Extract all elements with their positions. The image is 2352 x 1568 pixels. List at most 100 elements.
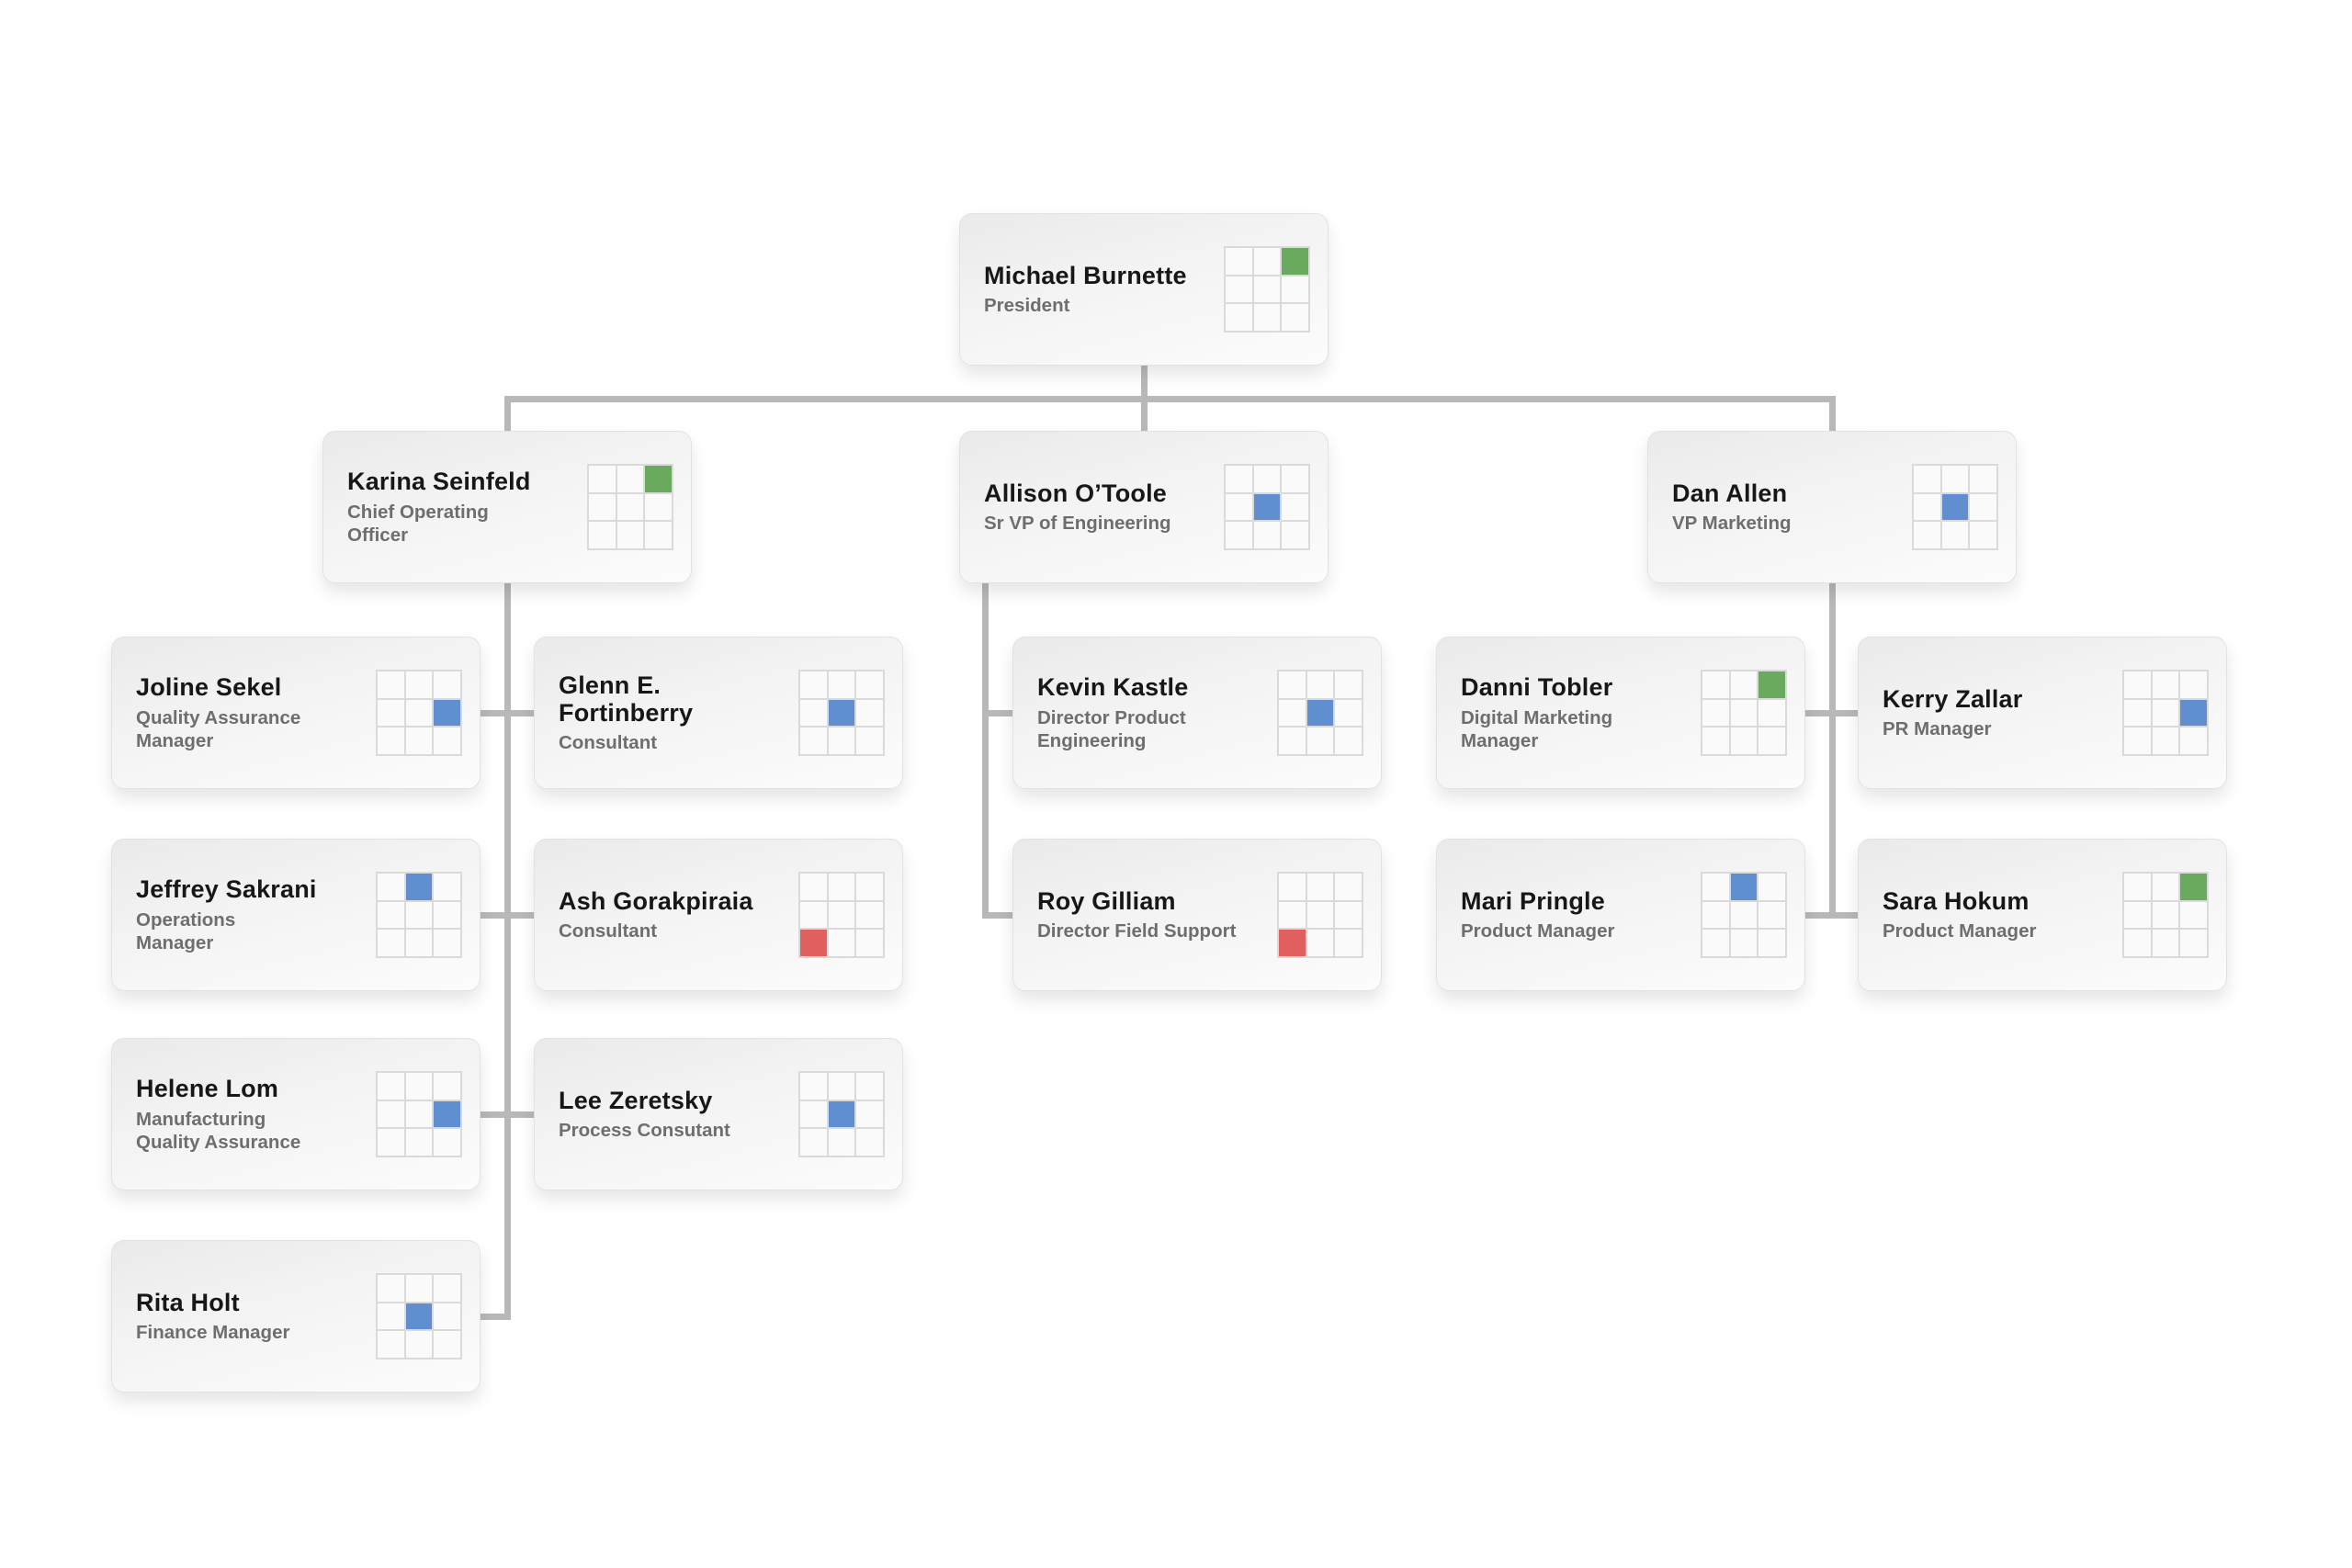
grid-cell <box>1941 522 1969 548</box>
card-michael-burnette[interactable]: Michael Burnette President <box>959 213 1329 366</box>
card-karina-seinfeld[interactable]: Karina Seinfeld Chief Operating Officer <box>322 431 692 583</box>
card-helene-lom[interactable]: Helene Lom Manufacturing Quality Assuran… <box>111 1038 481 1190</box>
card-text: Roy Gilliam Director Field Support <box>1037 840 1269 990</box>
grid-cell <box>1758 671 1785 698</box>
grid-cell <box>378 930 404 956</box>
grid-cell <box>2152 671 2179 698</box>
grid-cell <box>856 930 883 956</box>
grid-cell <box>2124 671 2151 698</box>
card-mari-pringle[interactable]: Mari Pringle Product Manager <box>1436 839 1805 991</box>
card-sara-hokum[interactable]: Sara Hokum Product Manager <box>1858 839 2227 991</box>
person-title: Consultant <box>559 920 658 942</box>
grid-cell <box>1306 930 1334 956</box>
grid-cell <box>1758 699 1785 727</box>
grid-cell <box>434 1100 460 1128</box>
grid-cell <box>405 1331 433 1358</box>
connector-line <box>1829 582 1836 919</box>
grid-cell <box>1253 248 1281 275</box>
grid-cell <box>616 493 644 521</box>
grid-cell <box>434 1129 460 1156</box>
grid-cell <box>1335 671 1362 698</box>
grid-cell <box>589 493 616 521</box>
connector-line <box>982 710 1022 716</box>
card-text: Karina Seinfeld Chief Operating Officer <box>347 432 579 582</box>
grid-cell <box>1306 728 1334 754</box>
grid-cell <box>1226 276 1252 303</box>
card-lee-zeretsky[interactable]: Lee Zeretsky Process Consutant <box>534 1038 903 1190</box>
grid-cell <box>1282 304 1308 331</box>
status-grid-icon <box>1701 670 1787 756</box>
grid-cell <box>828 699 855 727</box>
card-dan-allen[interactable]: Dan Allen VP Marketing <box>1647 431 2017 583</box>
grid-cell <box>2152 728 2179 754</box>
card-roy-gilliam[interactable]: Roy Gilliam Director Field Support <box>1012 839 1382 991</box>
grid-cell <box>800 699 827 727</box>
grid-cell <box>1335 728 1362 754</box>
grid-cell <box>378 901 404 929</box>
grid-cell <box>800 930 827 956</box>
person-title: Director Field Support <box>1037 920 1237 942</box>
status-grid-icon <box>376 872 462 958</box>
grid-cell <box>2124 874 2151 900</box>
card-kevin-kastle[interactable]: Kevin Kastle Director Product Engineerin… <box>1012 637 1382 789</box>
grid-cell <box>856 728 883 754</box>
grid-cell <box>1702 671 1729 698</box>
grid-cell <box>2152 699 2179 727</box>
grid-cell <box>1914 466 1940 492</box>
card-ash-gorakpiraia[interactable]: Ash Gorakpiraia Consultant <box>534 839 903 991</box>
person-title: VP Marketing <box>1672 513 1792 535</box>
grid-cell <box>1335 901 1362 929</box>
card-text: Kerry Zallar PR Manager <box>1883 637 2114 788</box>
grid-cell <box>828 1100 855 1128</box>
card-rita-holt[interactable]: Rita Holt Finance Manager <box>111 1240 481 1393</box>
grid-cell <box>1970 522 1996 548</box>
card-text: Danni Tobler Digital Marketing Manager <box>1461 637 1692 788</box>
grid-cell <box>1970 493 1996 521</box>
person-name: Lee Zeretsky <box>559 1086 713 1114</box>
card-text: Dan Allen VP Marketing <box>1672 432 1904 582</box>
person-name: Kerry Zallar <box>1883 684 2023 713</box>
status-grid-icon <box>1701 872 1787 958</box>
grid-cell <box>405 930 433 956</box>
grid-cell <box>645 466 672 492</box>
grid-cell <box>1730 699 1758 727</box>
grid-cell <box>589 522 616 548</box>
grid-cell <box>434 930 460 956</box>
card-kerry-zallar[interactable]: Kerry Zallar PR Manager <box>1858 637 2227 789</box>
card-text: Kevin Kastle Director Product Engineerin… <box>1037 637 1269 788</box>
grid-cell <box>1282 493 1308 521</box>
grid-cell <box>378 728 404 754</box>
grid-cell <box>1914 493 1940 521</box>
grid-cell <box>405 1275 433 1302</box>
card-glenn-fortinberry[interactable]: Glenn E. Fortinberry Consultant <box>534 637 903 789</box>
connector-line <box>504 396 511 431</box>
card-text: Lee Zeretsky Process Consutant <box>559 1039 790 1190</box>
grid-cell <box>405 901 433 929</box>
grid-cell <box>2152 901 2179 929</box>
person-name: Mari Pringle <box>1461 886 1605 915</box>
grid-cell <box>1730 901 1758 929</box>
grid-cell <box>2124 930 2151 956</box>
person-title: Product Manager <box>1461 920 1615 942</box>
person-name: Glenn E. Fortinberry <box>559 671 694 727</box>
card-allison-otoole[interactable]: Allison O’Toole Sr VP of Engineering <box>959 431 1329 583</box>
status-grid-icon <box>376 1273 462 1359</box>
grid-cell <box>434 1275 460 1302</box>
grid-cell <box>856 901 883 929</box>
grid-cell <box>1282 248 1308 275</box>
grid-cell <box>645 493 672 521</box>
person-name: Dan Allen <box>1672 479 1788 507</box>
grid-cell <box>1306 874 1334 900</box>
grid-cell <box>856 1129 883 1156</box>
grid-cell <box>1279 699 1306 727</box>
grid-cell <box>828 1129 855 1156</box>
card-danni-tobler[interactable]: Danni Tobler Digital Marketing Manager <box>1436 637 1805 789</box>
card-jeffrey-sakrani[interactable]: Jeffrey Sakrani Operations Manager <box>111 839 481 991</box>
grid-cell <box>378 1100 404 1128</box>
status-grid-icon <box>587 464 673 550</box>
person-title: Manufacturing Quality Assurance <box>136 1108 301 1153</box>
card-joline-sekel[interactable]: Joline Sekel Quality Assurance Manager <box>111 637 481 789</box>
grid-cell <box>1279 901 1306 929</box>
person-title: Chief Operating Officer <box>347 501 489 546</box>
grid-cell <box>434 874 460 900</box>
